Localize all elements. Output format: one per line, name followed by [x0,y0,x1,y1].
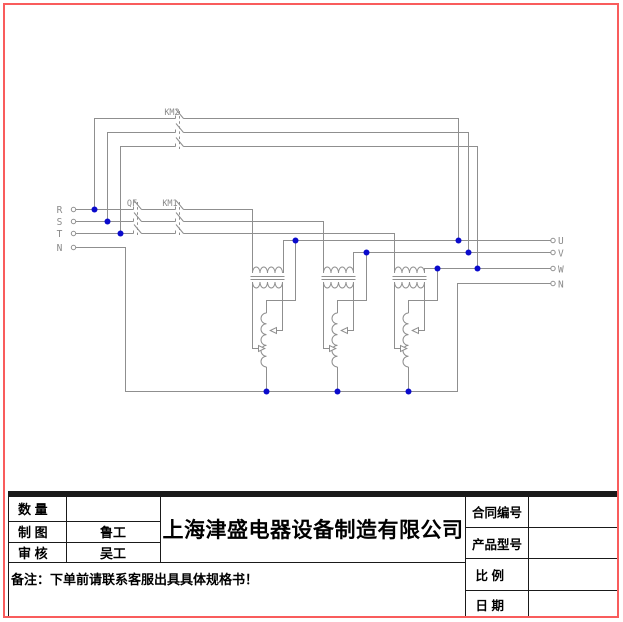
output-terminal-label-n: N [558,280,564,291]
tap-arrow-3-upper [411,326,419,335]
reviewer-label: 审 核 [18,545,48,561]
product-model-label: 产品型号 [471,537,522,552]
qf-label: QF [127,199,137,209]
contract-number-value [529,496,618,527]
date-label: 日 期 [475,598,504,613]
tb-hline [8,520,160,522]
quantity-value [67,496,159,521]
output-terminal-label-v: V [558,249,564,260]
date-value [529,591,618,619]
regulator-coil-3 [402,312,409,368]
transformer-3-secondary-coil [394,281,425,289]
transformer-1-primary-coil [252,266,283,274]
wire-output-w [424,268,551,273]
terminal-circle-r [70,206,77,213]
terminal-circle-n-in [70,244,77,251]
wire-tap-v [337,252,367,313]
wire-output-v [353,252,551,273]
terminal-circle-v [550,249,556,256]
wire-tap-w [408,268,438,313]
tap-arrow-1-lower [258,344,266,353]
drafter-label: 制 图 [18,525,48,540]
tb-vline [159,496,161,562]
input-terminal-label-r: R [57,205,63,216]
tap-arrow-2-upper [340,326,348,335]
wire-km2-bypass-t [120,146,478,269]
wire-secondary-legs-3 [394,282,425,349]
input-terminal-label-s: S [57,217,63,228]
wire-input-r [76,209,253,273]
terminal-circle-n-out [550,280,556,287]
company-name: 上海津盛电器设备制造有限公司 [162,518,464,542]
tap-arrow-1-upper [269,326,277,335]
tb-hline [8,561,466,563]
regulator-coil-1 [260,312,267,368]
note-text: 备注：下单前请联系客服出具具体规格书！ [11,572,259,587]
reviewer-value: 吴工 [99,545,126,561]
quantity-label: 数 量 [18,501,48,517]
tap-arrow-3-lower [400,344,408,353]
regulator-coil-2 [331,312,338,368]
output-terminal-label-w: W [558,265,564,276]
tb-hline [8,541,160,543]
terminal-circle-t [70,230,77,237]
tb-vline [65,496,67,562]
tb-vline [527,496,529,618]
wire-neutral-bus [76,247,551,392]
drafter-value: 鲁工 [99,525,126,540]
wire-output-u [283,240,551,273]
tb-hline [465,558,618,560]
scale-label: 比 例 [475,568,504,583]
wire-coil-bottoms [266,367,409,392]
product-model-value [529,528,618,558]
input-terminal-label-t: T [57,229,63,240]
output-terminal-label-u: U [558,236,564,247]
input-terminal-label-n: N [57,243,63,254]
scale-value [529,559,618,590]
km2-label: KM2 [164,108,179,118]
km1-label: KM1 [162,199,177,209]
wire-km2-bypass-r [94,118,459,241]
wire-secondary-legs-1 [252,282,283,349]
tap-arrow-2-lower [329,344,337,353]
wire-secondary-legs-2 [323,282,354,349]
contract-number-label: 合同编号 [471,506,522,520]
terminal-circle-u [550,237,556,244]
terminal-circle-s [70,218,77,225]
wire-km2-bypass-s [107,132,469,253]
tb-vline [465,496,467,618]
wire-input-t [76,233,395,273]
transformer-2-secondary-coil [323,281,354,289]
terminal-circle-w [550,265,556,272]
wire-tap-u [266,240,296,313]
tb-hline [465,589,618,591]
transformer-2-primary-coil [323,266,354,274]
transformer-1-secondary-coil [252,281,283,289]
junction-dots [91,206,481,395]
title-block-top-bar [8,490,618,497]
tb-vline [8,496,10,618]
transformer-cores [250,276,427,280]
tb-hline [465,527,618,529]
transformer-3-primary-coil [394,266,425,274]
